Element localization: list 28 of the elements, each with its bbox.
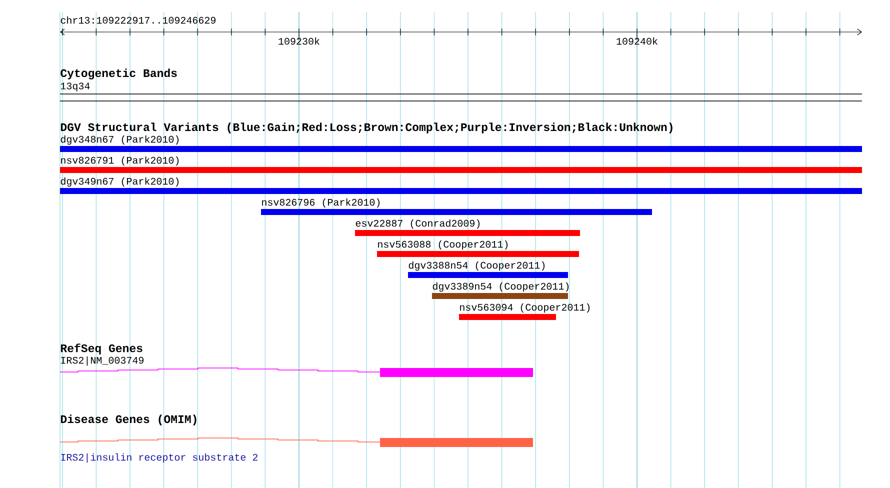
node-label: dgv3389n54 (Cooper2011) (432, 282, 569, 292)
variant-bar: nsv563088 (Cooper2011) (377, 240, 579, 257)
variant-bar: esv22887 (Conrad2009) (355, 219, 580, 236)
node-label: dgv349n67 (Park2010) (60, 177, 179, 187)
node-label: IRS2|NM_003749 (61, 356, 144, 366)
node-label: dgv348n67 (Park2010) (60, 135, 179, 145)
coordinate-range: chr13:109222917..109246629 (60, 16, 216, 24)
gene-model: IRS2|insulin receptor substrate 2 (60, 438, 533, 463)
variant-bar: dgv349n67 (Park2010) (60, 177, 862, 194)
node-label: nsv563094 (Cooper2011) (460, 303, 590, 313)
track-heading: Disease Genes (OMIM) (60, 414, 196, 426)
variant-bar: dgv348n67 (Park2010) (60, 135, 862, 152)
gene-model: IRS2|NM_003749 (60, 356, 533, 377)
tick-label: 109230k (278, 37, 320, 45)
node-label: nsv826796 (Park2010) (262, 198, 380, 208)
variant-bar: nsv826796 (Park2010) (261, 198, 652, 215)
variant-bar: dgv3388n54 (Cooper2011) (408, 261, 568, 278)
variant-bar: nsv563094 (Cooper2011) (459, 303, 590, 320)
node-label: IRS2|insulin receptor substrate 2 (61, 453, 258, 463)
node-label: esv22887 (Conrad2009) (356, 219, 480, 229)
node-label: nsv826791 (Park2010) (61, 156, 179, 166)
track-heading: DGV Structural Variants (Blue:Gain;Red:Loss;Brown:Complex;Purple:Inversion;Black:Unknown) (60, 122, 672, 134)
node-label: dgv3388n54 (Cooper2011) (408, 261, 545, 271)
chromosome-band: 13q34 (60, 82, 862, 102)
variant-bar: dgv3389n54 (Cooper2011) (432, 282, 569, 299)
variant-bar: nsv826791 (Park2010) (60, 156, 862, 173)
tick-label: 109240k (616, 37, 658, 45)
node-label: nsv563088 (Cooper2011) (378, 240, 508, 250)
